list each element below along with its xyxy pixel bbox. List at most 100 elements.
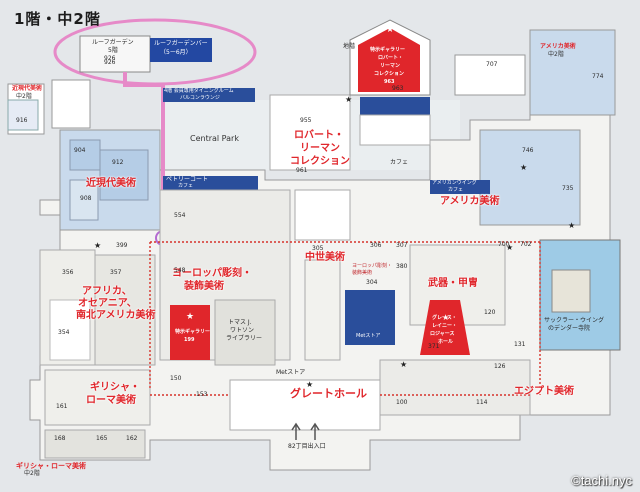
star-marker-icon: ★ [186, 312, 194, 322]
area-egyptian: エジプト美術 [514, 386, 574, 397]
room-120: 120 [484, 309, 496, 316]
watson-library-2: ワトソン [230, 327, 255, 334]
met-store-block [345, 290, 395, 345]
area-aoa-2: オセアニア、 [78, 298, 137, 309]
roof-garden-label: ルーフガーデン [92, 39, 134, 46]
american-cafe-label: アメリカンウイング [432, 180, 477, 186]
watson-library-3: ライブラリー [226, 335, 263, 342]
photo-credit: ©tachi.nyc [571, 473, 632, 488]
special-gallery-room: 199 [184, 337, 195, 343]
room-165: 165 [96, 435, 108, 442]
room-356: 356 [62, 269, 74, 276]
met-store-label-2: Metストア [276, 369, 306, 376]
svg-text:★: ★ [442, 313, 449, 322]
lehman-special-5: 963 [384, 79, 395, 85]
area-american: アメリカ美術 [440, 196, 500, 207]
roof-garden-floor: 5階 [108, 47, 118, 54]
lehman-special-1: 特示ギャラリー [370, 47, 406, 53]
met-store-label: Metストア [356, 333, 381, 339]
roof-bar-block [150, 38, 212, 62]
room-131: 131 [514, 341, 526, 348]
svg-text:★: ★ [520, 163, 527, 172]
petrie-cafe-label: ペトリーコート [166, 176, 209, 183]
members-dining-line2: バルコンラウンジ [180, 95, 220, 101]
roof-bar-label: ルーフガーデンバー [154, 40, 208, 47]
floor-title: 1階・中2階 [14, 10, 101, 28]
room-700: 700 [498, 241, 510, 248]
svg-text:★: ★ [386, 25, 394, 35]
room-371: 371 [428, 343, 440, 350]
temple-dendur-2: のデンダー寺院 [548, 325, 591, 332]
entrance-label: 82丁目出入口 [288, 443, 326, 450]
room-161: 161 [56, 403, 68, 410]
special-gallery-label: 特示ギャラリー [175, 329, 211, 335]
room-399: 399 [116, 242, 128, 249]
area-lehman-2: リーマン [300, 143, 340, 154]
room-305: 305 [312, 245, 324, 252]
room-100: 100 [396, 399, 408, 406]
area-euro-sculpture-1: ヨーロッパ彫刻・ [172, 268, 252, 279]
area-greek-roman-mezz-floor: 中2階 [24, 470, 40, 477]
area-modern-art-mezz-floor: 中2階 [16, 93, 32, 100]
area-american-mezz-floor: 中2階 [548, 51, 564, 58]
members-dining-line1: 4階 会員専用ダイニングルーム [164, 88, 234, 94]
great-hall-block [229, 379, 381, 431]
room-306: 306 [370, 242, 382, 249]
room-746: 746 [522, 147, 534, 154]
route-line [123, 72, 165, 240]
area-modern-art-mezz: 近現代美術 [12, 85, 43, 92]
watson-library-1: トマス J. [228, 319, 252, 326]
room-307: 307 [396, 242, 408, 249]
area-modern-art: 近現代美術 [86, 178, 136, 189]
room-908: 908 [80, 195, 92, 202]
grace-rainey-2: レイニー・ [432, 323, 458, 329]
room-304: 304 [366, 279, 378, 286]
grace-rainey-1: グレース・ [432, 315, 457, 321]
room-554: 554 [174, 212, 186, 219]
american-cafe-sub: カフェ [448, 187, 464, 193]
room-955: 955 [300, 117, 312, 124]
petrie-cafe-sub: カフェ [178, 183, 194, 189]
svg-text:★: ★ [506, 243, 513, 252]
petrie-cafe-banner [163, 176, 258, 190]
grace-rainey-red [420, 300, 470, 355]
grace-rainey-4: ホール [438, 339, 454, 345]
room-153: 153 [196, 391, 208, 398]
room-168: 168 [54, 435, 66, 442]
svg-text:★: ★ [400, 360, 407, 369]
area-aoa-1: アフリカ、 [82, 286, 132, 297]
euro-sculpture-small-2: 装飾美術 [352, 270, 373, 276]
svg-text:★: ★ [568, 221, 575, 230]
american-wing-area [479, 129, 581, 226]
roof-bar-note: （5ー6月） [160, 49, 192, 56]
lehman-special-2: ロバート・ [378, 55, 404, 61]
room-354: 354 [58, 329, 70, 336]
room-162: 162 [126, 435, 138, 442]
lehman-special-red [358, 28, 420, 92]
american-cafe-banner [430, 180, 490, 194]
euro-sculpture-small-1: ヨーロッパ彫刻・ [352, 263, 393, 269]
room-735: 735 [562, 185, 574, 192]
members-dining [163, 88, 255, 102]
room-707: 707 [486, 61, 498, 68]
cafe-label: カフェ [390, 159, 409, 166]
lower-level-label: 地階 [343, 43, 356, 50]
area-aoa-3: 南北アメリカ美術 [76, 310, 156, 321]
room-963: 963 [392, 85, 404, 92]
svg-text:★: ★ [306, 380, 313, 389]
room-150: 150 [170, 375, 182, 382]
room-548: 548 [174, 267, 186, 274]
room-380: 380 [396, 263, 408, 270]
room-702: 702 [520, 241, 532, 248]
star-marker-icon: ★ [94, 241, 101, 250]
area-medieval: 中世美術 [305, 252, 345, 263]
central-park-label: Central Park [190, 134, 239, 143]
room-774: 774 [592, 73, 604, 80]
area-greek-roman-mezz: ギリシャ・ローマ美術 [16, 462, 86, 470]
area-greek-roman-2: ローマ美術 [86, 395, 136, 406]
room-926: 926 [104, 59, 116, 66]
temple-dendur-1: サックラー・ウイング [544, 317, 605, 324]
room-114: 114 [476, 399, 488, 406]
roof-garden-room: 926 [104, 55, 116, 62]
